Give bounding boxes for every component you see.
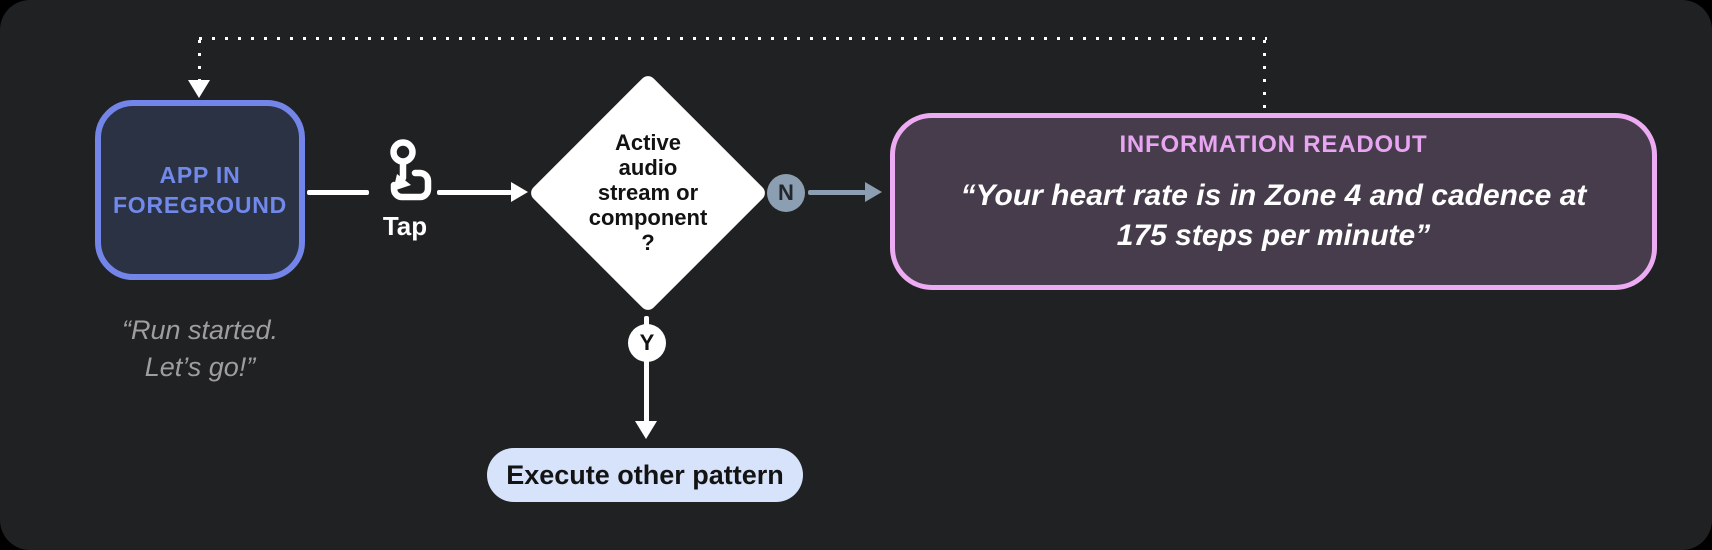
branch-no-badge: N (767, 174, 805, 212)
arrowhead-into-action-icon (635, 421, 657, 439)
feedback-dotted-line-right-vertical (1263, 40, 1266, 110)
decision-node-label: Active audio stream or component ? (548, 130, 748, 255)
feedback-arrowhead-icon (188, 80, 210, 98)
readout-quote-line1: “Your heart rate is in Zone 4 and cadenc… (960, 179, 1587, 212)
connector-no-to-readout (808, 190, 866, 195)
app-node-label-line1: APP IN (159, 162, 241, 188)
tap-connector-label: Tap (382, 211, 428, 241)
connector-app-to-tap (307, 190, 369, 195)
feedback-dotted-line-left-vertical (198, 40, 201, 82)
connector-yes-to-action (644, 360, 649, 422)
tap-gesture-icon (390, 139, 432, 201)
decision-line-3: stream or (597, 180, 699, 205)
app-in-foreground-node: APP IN FOREGROUND (95, 100, 305, 280)
readout-quote: “Your heart rate is in Zone 4 and cadenc… (961, 176, 1587, 256)
feedback-dotted-line-horizontal (199, 37, 1267, 40)
decision-line-1: Active (614, 130, 682, 155)
app-node-caption: “Run started. Let’s go!” (40, 312, 360, 386)
readout-quote-line2: 175 steps per minute” (1116, 219, 1431, 252)
decision-line-2: audio (618, 155, 678, 180)
connector-tap-to-decision (437, 190, 512, 195)
information-readout-node: INFORMATION READOUT “Your heart rate is … (890, 113, 1657, 290)
branch-yes-badge: Y (628, 324, 666, 362)
arrowhead-into-readout-icon (865, 182, 882, 202)
readout-title: INFORMATION READOUT (1119, 131, 1428, 158)
app-caption-line1: “Run started. (121, 315, 279, 345)
app-node-label-line2: FOREGROUND (112, 192, 288, 218)
decision-line-5: ? (641, 230, 655, 255)
connector-decision-to-yes (644, 316, 649, 326)
execute-other-pattern-node: Execute other pattern (487, 448, 803, 502)
arrowhead-into-decision-icon (511, 182, 528, 202)
decision-line-4: component (588, 205, 708, 230)
app-caption-line2: Let’s go!” (144, 352, 256, 382)
